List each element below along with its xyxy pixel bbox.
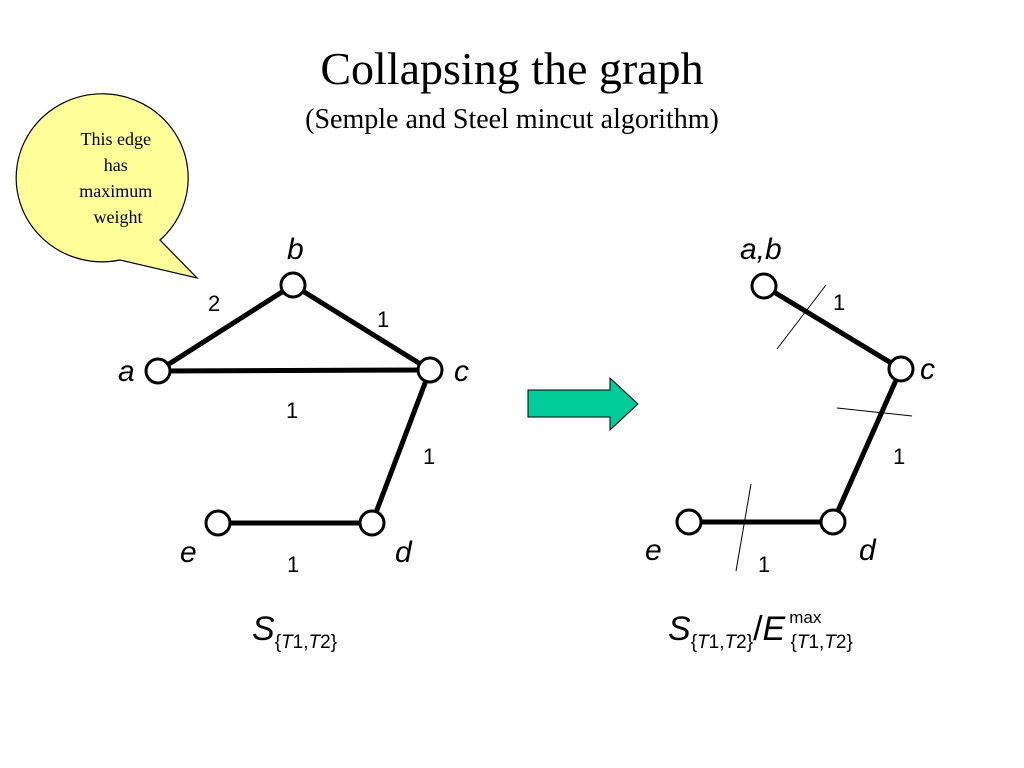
cut-mark-c-d [836, 407, 913, 417]
node-ab [750, 272, 778, 300]
left-graph-nodes [144, 271, 444, 537]
cut-marks [735, 284, 913, 572]
formula-max: max [789, 608, 822, 627]
weight-e-d: 1 [287, 552, 299, 577]
label-node-c-right: c [920, 353, 935, 386]
formula-subscript: {T1,T2} [274, 632, 338, 653]
node-c-right [887, 355, 915, 383]
edge-a-c [155, 367, 433, 374]
formula-subscript-right-1: {T1,T2} [690, 632, 754, 653]
weight-c-d-right: 1 [893, 444, 905, 469]
right-graph-nodes [675, 272, 915, 536]
weight-e-d-right: 1 [758, 552, 770, 577]
callout-bubble [15, 93, 199, 280]
weight-a-c: 1 [286, 398, 298, 423]
edge-b-c [290, 282, 433, 373]
formula-e: E [762, 610, 786, 648]
node-e-right [675, 508, 703, 536]
node-d [358, 509, 386, 537]
left-graph-edges [155, 282, 433, 526]
formula-slash: / [753, 610, 763, 648]
weight-ab-c: 1 [833, 290, 845, 315]
formula-e-scripts: max {T1,T2} [785, 608, 853, 653]
label-node-e: e [180, 536, 197, 569]
label-node-d-right: d [859, 534, 877, 567]
node-b [279, 271, 307, 299]
right-graph-edges [686, 283, 904, 525]
edge-ab-c [761, 283, 904, 372]
formula-subscript-right-2: {T1,T2} [790, 632, 853, 653]
cut-mark-ab-c [776, 284, 827, 350]
edge-c-d [369, 367, 433, 526]
transform-arrow [527, 376, 639, 432]
label-node-e-right: e [645, 534, 662, 567]
weight-c-d: 1 [423, 444, 435, 469]
callout-line-4: weight [94, 207, 143, 227]
cut-mark-e-d [735, 483, 752, 572]
edge-a-b [155, 282, 296, 374]
node-c [416, 356, 444, 384]
formula-s: S [252, 610, 275, 648]
node-d-right [819, 508, 847, 536]
callout-line-1: This edge [81, 129, 151, 149]
label-node-a: a [118, 355, 135, 388]
label-node-b: b [287, 233, 304, 266]
callout-line-2: has [104, 155, 128, 175]
label-node-d: d [395, 536, 413, 569]
label-node-ab: a,b [740, 233, 782, 266]
edge-c-d-right [830, 366, 904, 525]
node-e [204, 509, 232, 537]
weight-a-b: 2 [208, 291, 220, 316]
formula-s-right: S [668, 610, 691, 648]
callout-text: This edge has maximum weight [79, 129, 157, 227]
label-node-c: c [454, 355, 469, 388]
slide-title: Collapsing the graph [320, 43, 704, 94]
slide-subtitle: (Semple and Steel mincut algorithm) [305, 104, 719, 135]
node-a [144, 357, 172, 385]
left-formula: S{T1,T2} [252, 610, 337, 653]
weight-b-c: 1 [377, 307, 389, 332]
callout-line-3: maximum [79, 181, 152, 201]
